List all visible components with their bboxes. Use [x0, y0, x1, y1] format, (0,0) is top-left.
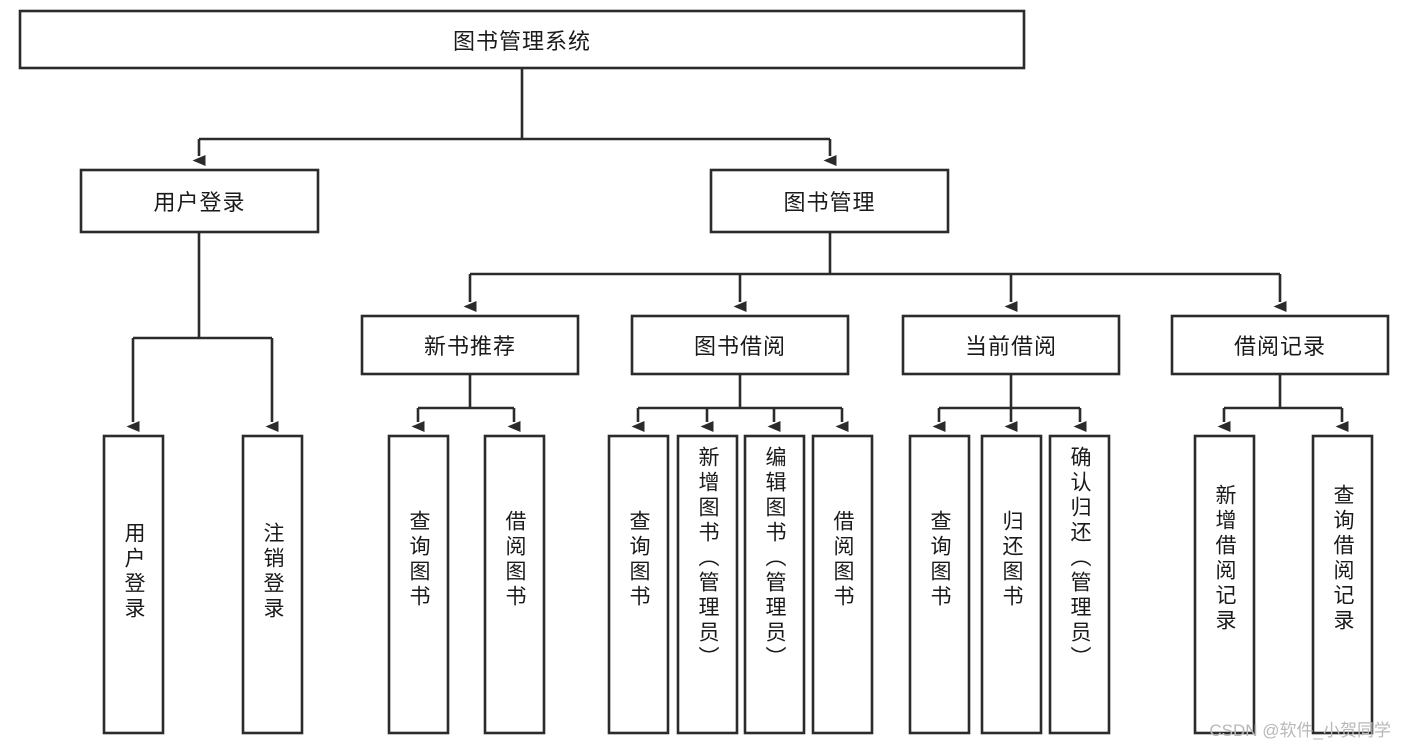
- node-layer: [18, 9, 1390, 735]
- connector-layer: [126, 68, 1349, 432]
- leaf-node[interactable]: [387, 434, 450, 735]
- node-book-management[interactable]: [709, 168, 950, 234]
- node-user-login[interactable]: [79, 168, 320, 234]
- node-new-book-recommend[interactable]: [360, 314, 580, 376]
- leaf-node[interactable]: [1048, 434, 1111, 735]
- leaf-node[interactable]: [743, 434, 806, 735]
- node-book-borrow[interactable]: [630, 314, 850, 376]
- leaf-node[interactable]: [483, 434, 546, 735]
- leaf-node[interactable]: [102, 434, 165, 735]
- node-borrow-record[interactable]: [1170, 314, 1390, 376]
- leaf-node[interactable]: [1311, 434, 1374, 735]
- leaf-node[interactable]: [676, 434, 739, 735]
- leaf-node[interactable]: [241, 434, 304, 735]
- leaf-node[interactable]: [607, 434, 670, 735]
- node-root[interactable]: [18, 9, 1026, 70]
- leaf-node[interactable]: [908, 434, 971, 735]
- leaf-node[interactable]: [980, 434, 1043, 735]
- node-current-borrow[interactable]: [901, 314, 1121, 376]
- leaf-node[interactable]: [1193, 434, 1256, 735]
- leaf-node[interactable]: [811, 434, 874, 735]
